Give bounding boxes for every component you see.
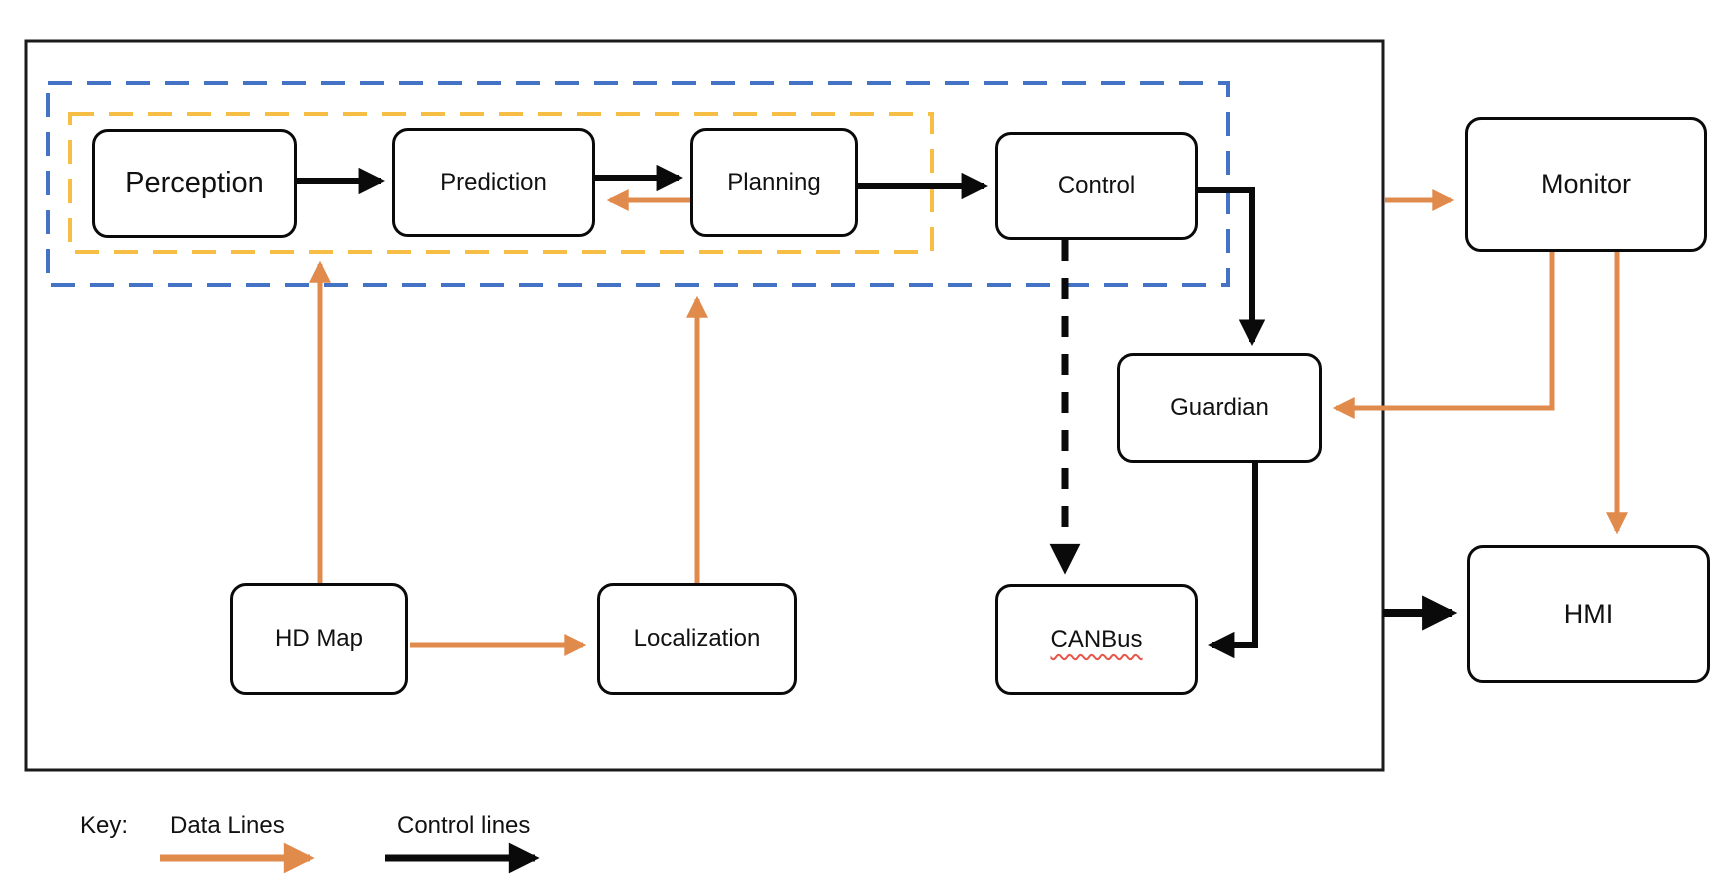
blue-dashed-boundary bbox=[46, 81, 1230, 287]
node-hdmap-label: HD Map bbox=[274, 625, 364, 652]
yellow-dashed-boundary bbox=[68, 112, 934, 254]
node-hmi: HMI bbox=[1467, 545, 1710, 683]
node-canbus-label: CANBus bbox=[1050, 625, 1143, 653]
node-localization-label: Localization bbox=[633, 625, 761, 652]
node-planning-label: Planning bbox=[727, 168, 821, 196]
node-hdmap: HD Map bbox=[230, 583, 408, 695]
key-data-lines-label: Data Lines bbox=[170, 812, 285, 839]
node-guardian: Guardian bbox=[1117, 353, 1322, 463]
key-label: Key: bbox=[80, 812, 129, 839]
node-perception: Perception bbox=[92, 129, 297, 238]
node-prediction: Prediction bbox=[392, 128, 595, 237]
key-control-lines-label: Control lines bbox=[397, 812, 531, 839]
edge-control-guardian bbox=[1198, 187, 1266, 346]
node-prediction-label: Prediction bbox=[440, 168, 547, 196]
node-guardian-label: Guardian bbox=[1170, 394, 1269, 421]
node-control-label: Control bbox=[1057, 172, 1136, 199]
node-control: Control bbox=[995, 132, 1198, 240]
node-hmi-label: HMI bbox=[1563, 598, 1614, 629]
node-localization: Localization bbox=[597, 583, 797, 695]
edge-guardian-canbus bbox=[1208, 463, 1258, 659]
node-monitor: Monitor bbox=[1465, 117, 1707, 252]
node-perception-label: Perception bbox=[125, 167, 264, 199]
node-monitor-label: Monitor bbox=[1540, 169, 1632, 199]
edge-monitor-guardian bbox=[1332, 252, 1555, 420]
node-canbus: CANBus bbox=[995, 584, 1198, 695]
node-planning: Planning bbox=[690, 128, 858, 237]
